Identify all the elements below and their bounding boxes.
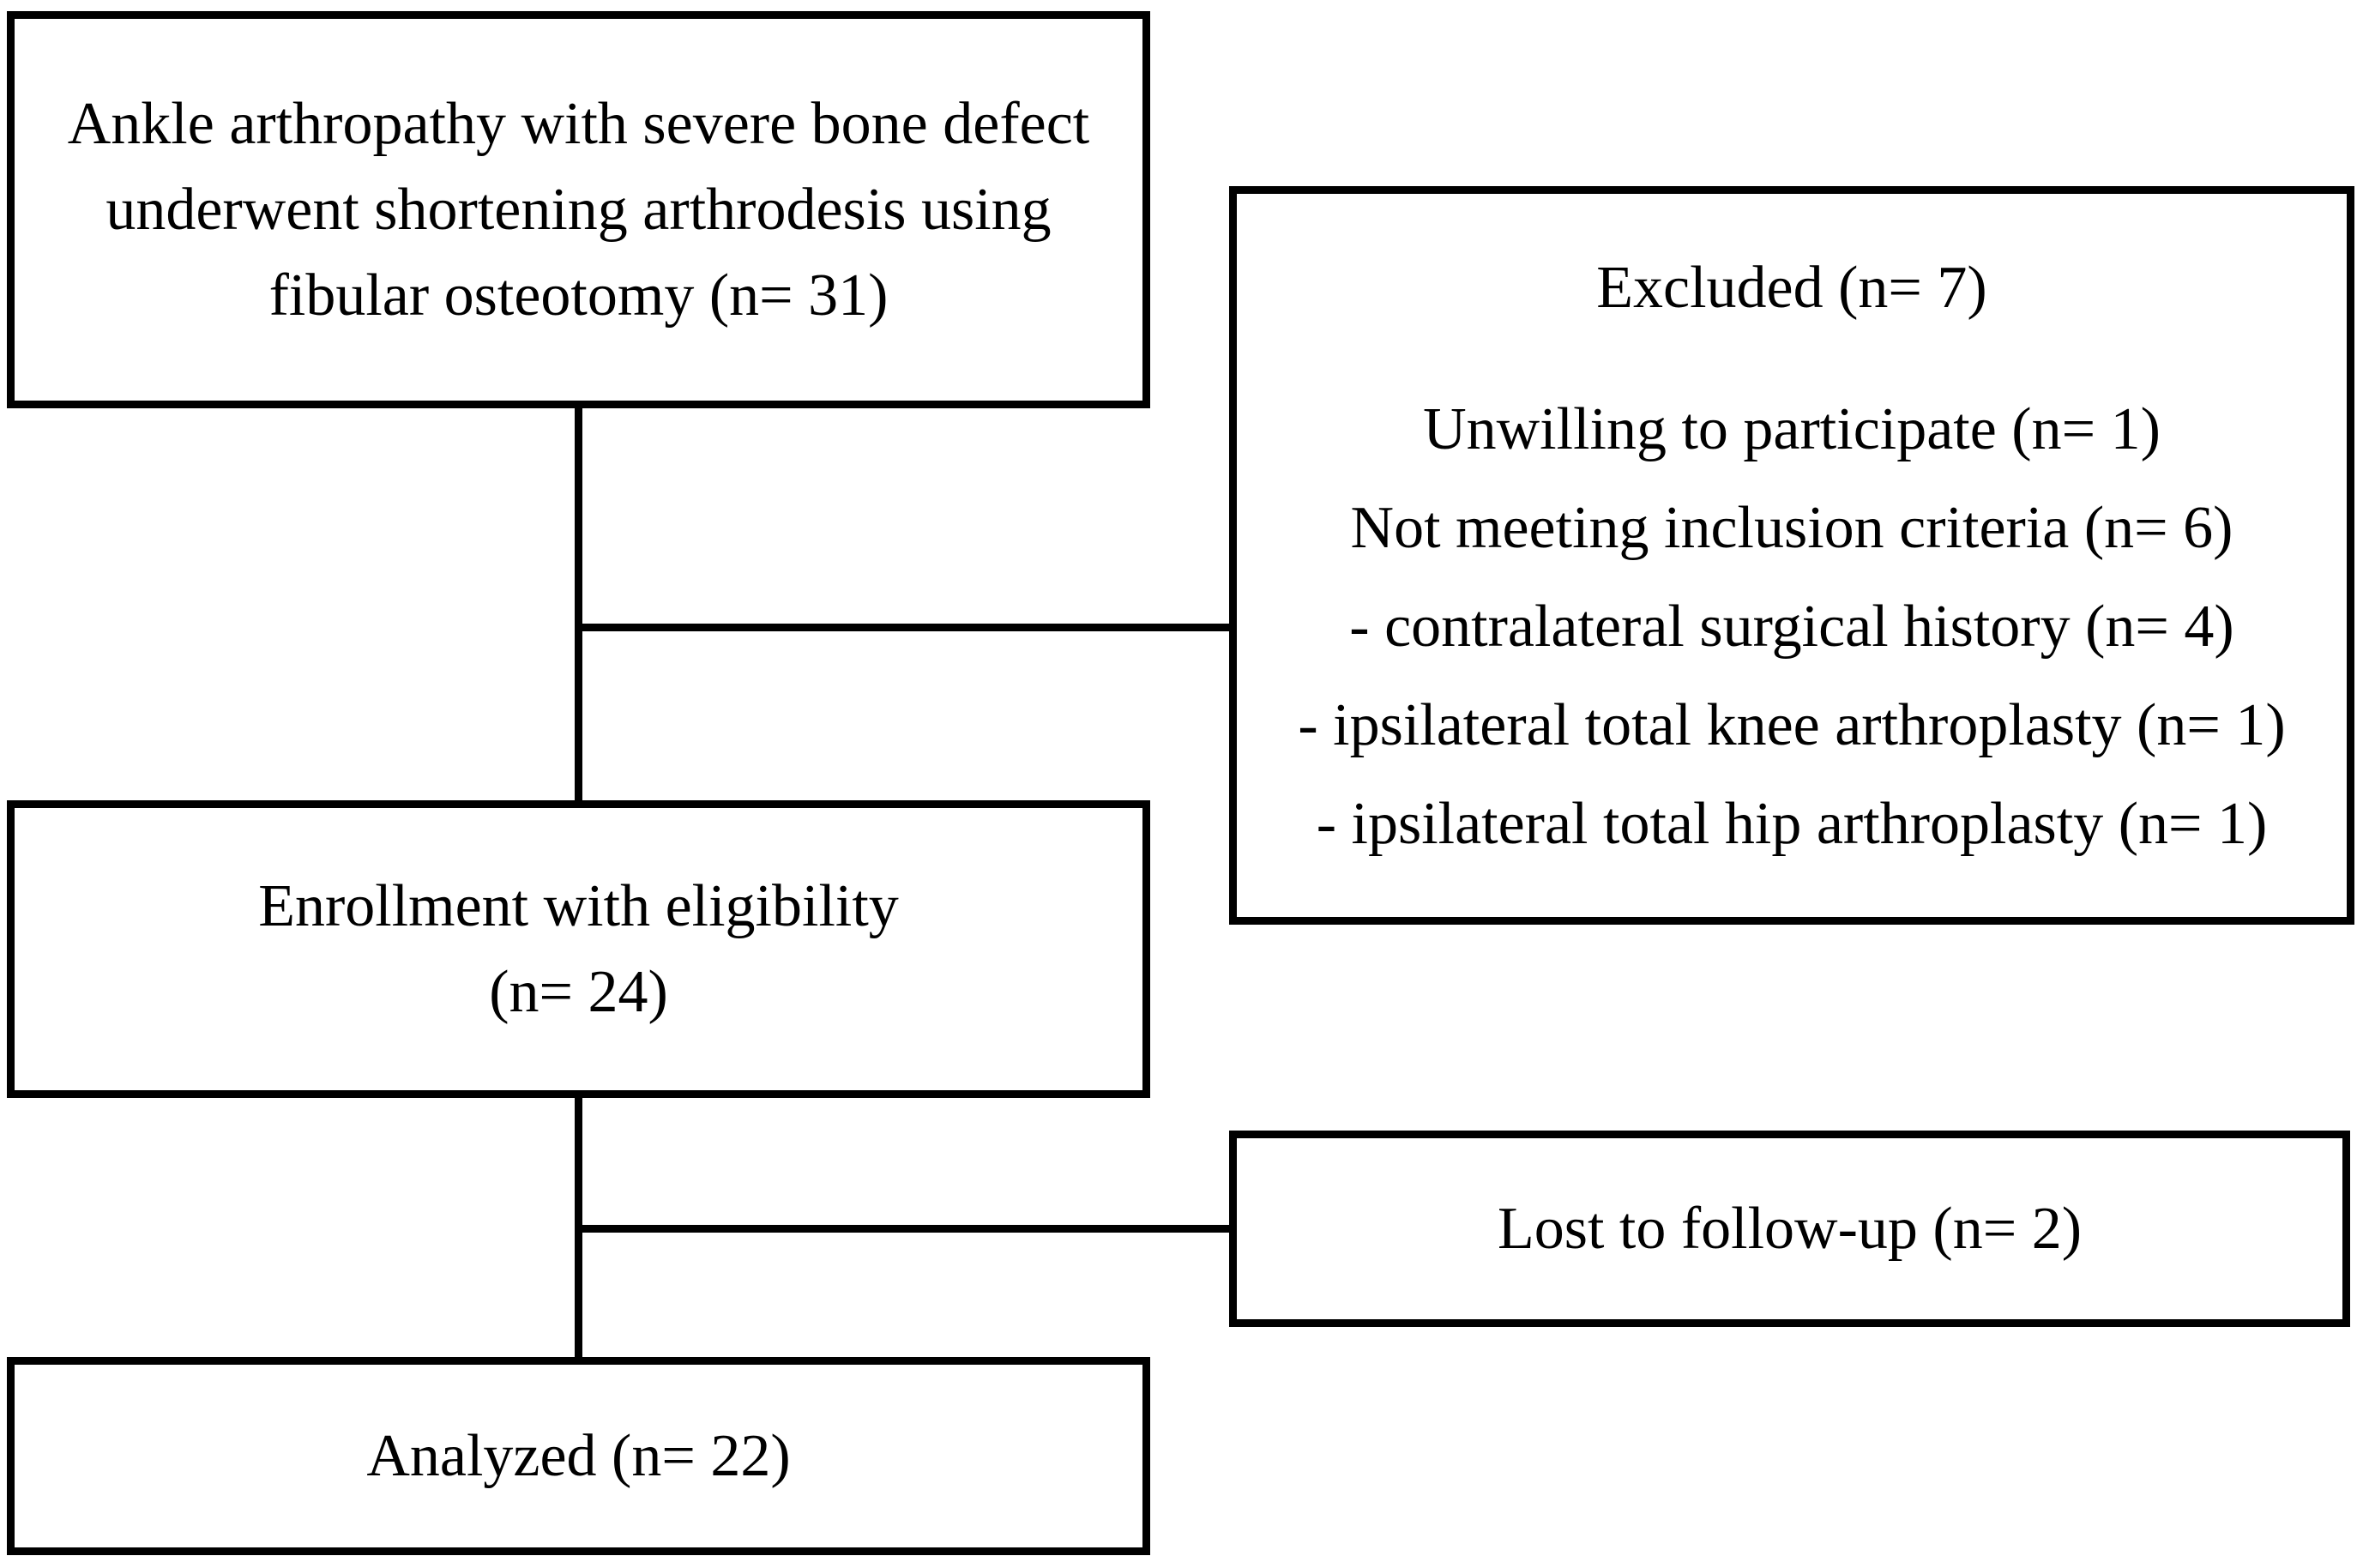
connector-to-excluded-box <box>575 624 1229 631</box>
excluded-item-unwilling: Unwilling to participate (n= 1) <box>1423 395 2161 462</box>
lost-to-followup-label: Lost to follow-up (n= 2) <box>1497 1195 2083 1262</box>
excluded-box: Excluded (n= 7) Unwilling to participate… <box>1229 186 2354 925</box>
excluded-item-contralateral-surgery: - contralateral surgical history (n= 4) <box>1349 593 2234 660</box>
enrollment-box: Enrollment with eligibility (n= 24) <box>7 800 1150 1098</box>
analyzed-box: Analyzed (n= 22) <box>7 1357 1150 1555</box>
excluded-title: Excluded (n= 7) <box>1596 254 1987 321</box>
excluded-item-not-meeting-criteria: Not meeting inclusion criteria (n= 6) <box>1350 494 2233 561</box>
population-line-2: underwent shortening arthrodesis using <box>105 176 1052 243</box>
enrollment-line-2: (n= 24) <box>489 958 668 1025</box>
connector-population-to-enrollment <box>575 408 582 800</box>
population-box: Ankle arthropathy with severe bone defec… <box>7 11 1150 408</box>
connector-to-lost-box <box>575 1225 1229 1233</box>
excluded-item-hip-arthroplasty: - ipsilateral total hip arthroplasty (n=… <box>1316 790 2268 857</box>
enrollment-line-1: Enrollment with eligibility <box>258 872 899 939</box>
population-line-1: Ankle arthropathy with severe bone defec… <box>67 90 1090 157</box>
excluded-item-knee-arthroplasty: - ipsilateral total knee arthroplasty (n… <box>1298 691 2286 758</box>
analyzed-label: Analyzed (n= 22) <box>366 1422 791 1489</box>
lost-to-followup-box: Lost to follow-up (n= 2) <box>1229 1131 2350 1327</box>
population-line-3: fibular osteotomy (n= 31) <box>268 262 889 329</box>
